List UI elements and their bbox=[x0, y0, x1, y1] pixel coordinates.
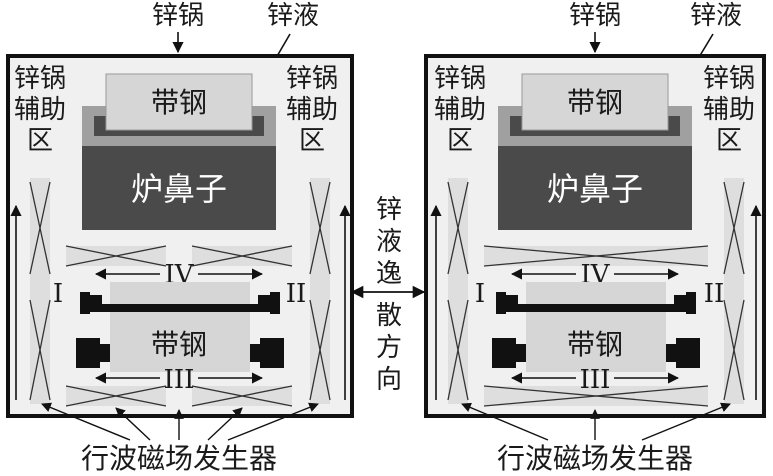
right-pot-label: 锌锅 bbox=[569, 1, 621, 31]
left-generator-bottom bbox=[65, 385, 293, 407]
right-upper-strip-label: 带钢 bbox=[567, 86, 623, 119]
left-generator-side-left bbox=[29, 178, 51, 404]
left-generator-label: 行波磁场发生器 bbox=[81, 442, 277, 475]
svg-text:区: 区 bbox=[299, 126, 325, 156]
left-zone-iii-label: III bbox=[164, 365, 195, 395]
right-generator-side-right bbox=[723, 178, 745, 404]
right-upper-strip bbox=[521, 73, 669, 131]
left-zone-i-label: I bbox=[53, 279, 63, 309]
svg-text:区: 区 bbox=[447, 126, 473, 156]
svg-text:辅助: 辅助 bbox=[434, 95, 486, 125]
right-zone-i-label: I bbox=[475, 279, 485, 309]
right-zone-iii-label: III bbox=[580, 365, 611, 395]
left-pot-label: 锌锅 bbox=[152, 1, 204, 31]
left-upper-strip bbox=[105, 73, 253, 131]
svg-text:锌: 锌 bbox=[376, 195, 402, 225]
left-upper-strip-label: 带钢 bbox=[151, 86, 207, 119]
right-snout-label: 炉鼻子 bbox=[547, 170, 643, 208]
right-lower-strip bbox=[526, 282, 666, 372]
left-aux-zone-right: 锌锅 辅助 区 bbox=[286, 64, 338, 156]
right-liquid-label: 锌液 bbox=[690, 1, 742, 31]
center-label: 锌 液 逸 散 方 向 bbox=[376, 195, 402, 395]
svg-text:区: 区 bbox=[27, 126, 53, 156]
svg-text:辅助: 辅助 bbox=[286, 95, 338, 125]
left-zone-ii-label: II bbox=[286, 279, 307, 309]
svg-text:方: 方 bbox=[376, 333, 402, 363]
left-snout-label: 炉鼻子 bbox=[131, 170, 227, 208]
right-generator-side-left bbox=[447, 178, 469, 404]
right-generator-label: 行波磁场发生器 bbox=[497, 442, 693, 475]
right-aux-zone-right: 锌锅 辅助 区 bbox=[703, 64, 755, 156]
svg-text:辅助: 辅助 bbox=[703, 95, 755, 125]
left-roll-block-right bbox=[260, 338, 284, 368]
right-diagram: 锌锅 锌液 锌锅 辅助 区 锌锅 辅助 区 带钢 炉鼻子 bbox=[424, 1, 766, 475]
right-generator-pointers bbox=[461, 402, 731, 441]
right-sink-roll-shaft bbox=[496, 304, 696, 312]
left-diagram: 锌锅 锌液 锌锅 辅助 区 锌锅 辅助 区 带钢 炉鼻子 bbox=[6, 1, 354, 475]
svg-text:锌锅: 锌锅 bbox=[703, 64, 755, 94]
svg-text:辅助: 辅助 bbox=[14, 95, 66, 125]
left-roll-block-left bbox=[76, 338, 100, 368]
left-generator-top bbox=[65, 245, 293, 267]
left-liquid-label: 锌液 bbox=[267, 1, 319, 31]
left-lower-strip-label: 带钢 bbox=[151, 328, 207, 361]
right-generator-top bbox=[483, 245, 709, 267]
right-lower-strip-label: 带钢 bbox=[567, 328, 623, 361]
left-aux-zone-left: 锌锅 辅助 区 bbox=[14, 64, 66, 156]
right-roll-block-right bbox=[676, 338, 700, 368]
svg-text:液: 液 bbox=[376, 227, 402, 257]
left-generator-side-right bbox=[309, 178, 331, 404]
svg-text:锌锅: 锌锅 bbox=[434, 64, 486, 94]
right-zone-ii-label: II bbox=[704, 279, 725, 309]
right-roll-block-left bbox=[492, 338, 516, 368]
svg-text:锌锅: 锌锅 bbox=[14, 64, 66, 94]
right-aux-zone-left: 锌锅 辅助 区 bbox=[434, 64, 486, 156]
svg-text:逸: 逸 bbox=[376, 259, 402, 289]
svg-text:散: 散 bbox=[376, 301, 402, 331]
left-lower-strip bbox=[110, 282, 250, 372]
svg-text:区: 区 bbox=[716, 126, 742, 156]
left-sink-roll-shaft bbox=[80, 304, 280, 312]
svg-text:向: 向 bbox=[376, 365, 402, 395]
svg-text:锌锅: 锌锅 bbox=[286, 64, 338, 94]
left-generator-pointers bbox=[41, 402, 319, 441]
right-generator-bottom bbox=[483, 385, 709, 407]
